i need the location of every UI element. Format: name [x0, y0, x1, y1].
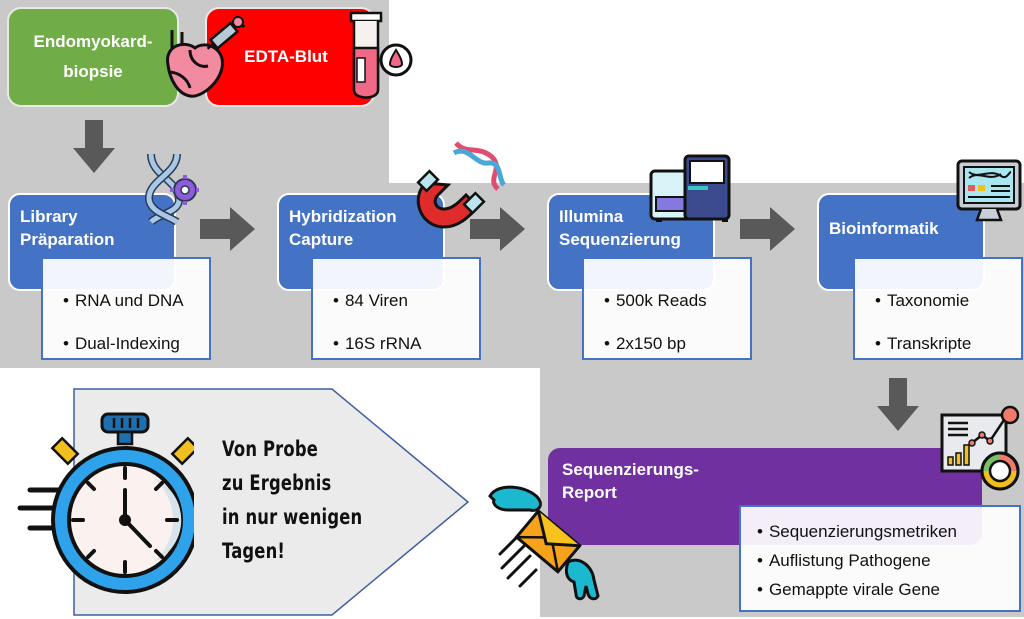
flying-envelope-icon: [488, 482, 608, 602]
tagline-line4: Tagen!: [222, 539, 286, 563]
arrow-right-2: [470, 207, 526, 251]
detail-item: Taxonomie: [875, 279, 1021, 322]
stopwatch-icon: [14, 410, 194, 610]
step-title-line2: Capture: [289, 230, 354, 249]
turnaround-text: Von Probe zu Ergebnis in nur wenigen Tag…: [222, 432, 362, 568]
step-details-illumina-sequencing: 500k Reads 2x150 bp: [582, 257, 752, 360]
heart-syringe-icon: [160, 10, 250, 100]
tagline-line2: zu Ergebnis: [222, 471, 332, 495]
biopsy-label-line1: Endomyokard-: [33, 32, 153, 51]
arrow-down-2: [876, 378, 920, 433]
step-details-bioinformatics: Taxonomie Transkripte: [853, 257, 1023, 360]
detail-item: Auflistung Pathogene: [757, 546, 1019, 575]
detail-item: 2x150 bp: [604, 322, 750, 365]
test-tube-blood-icon: [345, 10, 415, 105]
detail-item: Dual-Indexing: [63, 322, 209, 365]
step-title-line1: Bioinformatik: [829, 219, 939, 238]
biopsy-label-line2: biopsie: [63, 62, 123, 81]
detail-item: 16S rRNA: [333, 322, 479, 365]
step-title-line1: Illumina: [559, 207, 624, 226]
detail-item: Gemappte virale Gene: [757, 575, 1019, 604]
report-title-line1: Sequenzierungs-: [562, 460, 699, 479]
tagline-line3: in nur wenigen: [222, 505, 363, 529]
arrow-right-1: [200, 207, 256, 251]
detail-item: 84 Viren: [333, 279, 479, 322]
detail-item: Sequenzierungsmetriken: [757, 517, 1019, 546]
sequencer-icon: [648, 153, 734, 225]
report-title-line2: Report: [562, 483, 617, 502]
computer-dna-icon: [955, 158, 1023, 226]
step-details-hybridization-capture: 84 Viren 16S rRNA: [311, 257, 481, 360]
detail-item: Transkripte: [875, 322, 1021, 365]
step-title-line1: Library: [20, 207, 78, 226]
detail-item: RNA und DNA: [63, 279, 209, 322]
step-title-line1: Hybridization: [289, 207, 397, 226]
dna-gear-icon: [143, 150, 199, 226]
analytics-dashboard-icon: [938, 405, 1024, 495]
step-title-line2: Präparation: [20, 230, 115, 249]
tagline-line1: Von Probe: [222, 437, 318, 461]
arrow-down-1: [72, 120, 116, 175]
biopsy-source-box: Endomyokard- biopsie: [7, 7, 179, 107]
step-title-line2: Sequenzierung: [559, 230, 681, 249]
detail-item: 500k Reads: [604, 279, 750, 322]
step-details-library-preparation: RNA und DNA Dual-Indexing: [41, 257, 211, 360]
arrow-right-3: [740, 207, 796, 251]
blood-label: EDTA-Blut: [244, 47, 328, 66]
report-details: Sequenzierungsmetriken Auflistung Pathog…: [739, 505, 1021, 612]
magnet-dna-icon: [408, 135, 508, 235]
